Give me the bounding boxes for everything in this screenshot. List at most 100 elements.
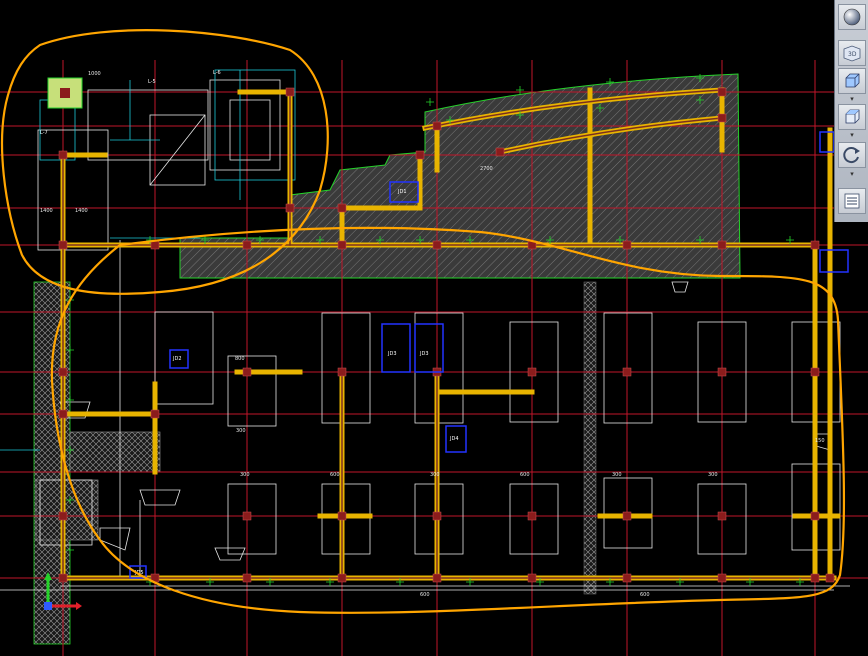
column-marker [717, 573, 727, 583]
dimension-tick [66, 496, 74, 504]
column-marker [717, 87, 727, 97]
dimension-label: 600 [420, 592, 430, 598]
box-label: JD3 [387, 351, 397, 357]
dimension-tick [746, 578, 754, 586]
dimension-label: 2700 [480, 166, 493, 172]
dimension-tick [316, 236, 324, 244]
sphere-render-button[interactable] [838, 4, 866, 30]
orange-markup-annotations [0, 29, 846, 614]
dimension-label: 1400 [40, 208, 53, 214]
column-marker [58, 367, 68, 377]
dimension-label: 1400 [75, 208, 88, 214]
list-icon [844, 193, 860, 209]
view-3d-label: 3D [848, 51, 857, 58]
column-marker [432, 573, 442, 583]
column-marker [810, 240, 820, 250]
dimension-tick [696, 96, 704, 104]
column-marker [415, 150, 425, 160]
column-marker [58, 511, 68, 521]
dimension-tick [796, 578, 804, 586]
dimension-tick [326, 578, 334, 586]
dimension-tick [516, 86, 524, 94]
opening-box [445, 425, 467, 453]
dimension-tick [466, 578, 474, 586]
column-marker [58, 409, 68, 419]
orbit-icon [843, 147, 860, 164]
dimension-tick [256, 236, 264, 244]
column-marker [717, 113, 727, 123]
view-box-button[interactable] [838, 104, 866, 130]
box-label: JD4 [449, 436, 459, 442]
ucs-axis-icon [44, 572, 82, 610]
chevron-down-icon[interactable]: ▾ [850, 170, 854, 178]
column-marker [58, 150, 68, 160]
dimension-tick [696, 236, 704, 244]
cube-3d-icon: 3D [843, 45, 861, 62]
column-marker [432, 240, 442, 250]
detail-tag: L-5 [148, 79, 156, 85]
opening-box [819, 249, 849, 273]
dimension-tick [376, 236, 384, 244]
dimension-tick [416, 236, 424, 244]
box-label: JD3 [419, 351, 429, 357]
view-navigation-toolbar: 3D ▾ ▾ ▾ [834, 0, 868, 222]
column-marker [58, 240, 68, 250]
column-marker [432, 121, 442, 131]
column-marker [810, 511, 820, 521]
dimension-label: 600 [330, 472, 340, 478]
column-marker [527, 511, 537, 521]
column-marker [337, 203, 347, 213]
opening-box [169, 349, 189, 369]
column-marker [242, 240, 252, 250]
dimension-markers [66, 74, 804, 586]
column-marker [337, 573, 347, 583]
column-marker [242, 367, 252, 377]
dimension-label: 300 [430, 472, 440, 478]
view-3d-button[interactable]: 3D [838, 40, 866, 66]
dimension-label: 600 [640, 592, 650, 598]
opening-boxes [129, 131, 849, 579]
dimension-label: 300 [240, 472, 250, 478]
column-marker [337, 511, 347, 521]
cube-top-icon [845, 109, 860, 124]
layer-list-button[interactable] [838, 188, 866, 214]
dimension-tick [66, 446, 74, 454]
dimension-label: 300 [236, 428, 246, 434]
dimension-tick [66, 346, 74, 354]
chevron-down-icon[interactable]: ▾ [850, 95, 854, 103]
column-marker [527, 367, 537, 377]
column-marker [242, 511, 252, 521]
dimension-tick [201, 236, 209, 244]
dimension-label: 300 [708, 472, 718, 478]
column-marker [825, 573, 835, 583]
column-marker [527, 573, 537, 583]
sphere-icon [843, 8, 861, 26]
dimension-tick [266, 578, 274, 586]
column-marker [150, 240, 160, 250]
dimension-tick [66, 396, 74, 404]
view-cube-button[interactable] [838, 68, 866, 94]
column-marker [622, 240, 632, 250]
column-pad-core [60, 88, 70, 98]
dimension-tick [696, 74, 704, 82]
column-marker [622, 367, 632, 377]
column-marker [622, 511, 632, 521]
detail-tag: L-6 [213, 70, 221, 76]
slab-hatch-regions [33, 73, 741, 645]
opening-box [381, 323, 411, 373]
column-marker [622, 573, 632, 583]
dimension-tick [396, 578, 404, 586]
opening-box [129, 565, 147, 579]
chevron-down-icon[interactable]: ▾ [850, 131, 854, 139]
orbit-rotate-button[interactable] [838, 142, 866, 168]
dimension-tick [206, 578, 214, 586]
column-marker [810, 367, 820, 377]
box-label: JD1 [397, 189, 407, 195]
column-marker [717, 240, 727, 250]
opening-box [414, 323, 444, 373]
dimension-label: 300 [612, 472, 622, 478]
dimension-tick [536, 578, 544, 586]
column-marker [717, 367, 727, 377]
